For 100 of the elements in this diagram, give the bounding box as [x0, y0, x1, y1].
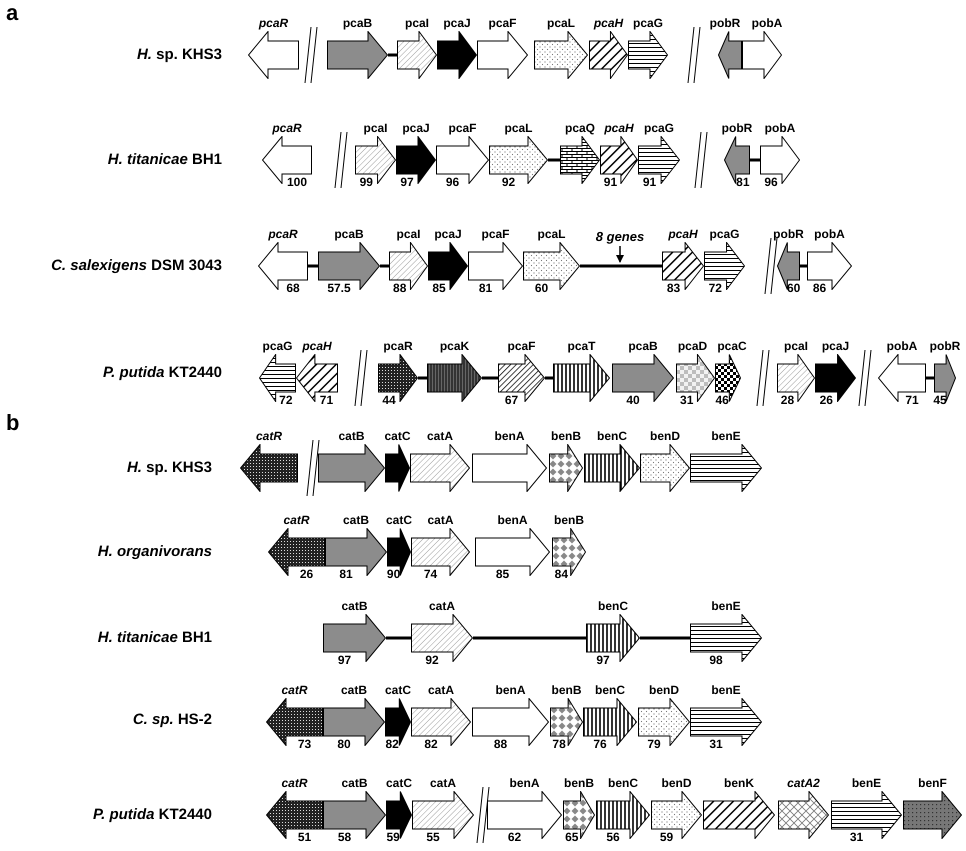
identity-value: 88 — [393, 281, 406, 296]
gene-name: pcaL — [537, 226, 566, 242]
gene-name: catB — [341, 775, 368, 791]
gene-name: benF — [918, 775, 947, 791]
identity-value: 85 — [496, 567, 510, 582]
gene-name: pcaR — [383, 338, 413, 354]
gene-name: catC — [386, 775, 412, 791]
gene-name: benD — [650, 428, 680, 444]
intergenic-line — [750, 158, 760, 162]
identity-value: 46 — [715, 393, 729, 408]
identity-value: 100 — [286, 175, 308, 190]
identity-value: 65 — [565, 830, 578, 845]
gene-name: benC — [595, 682, 625, 698]
intergenic-line — [418, 376, 427, 380]
identity-value: 79 — [647, 737, 661, 752]
identity-value: 91 — [642, 175, 656, 190]
gene-name: catB — [342, 512, 369, 528]
identity-value: 44 — [382, 393, 396, 408]
identity-value: 88 — [494, 737, 508, 752]
gene-name: benD — [662, 775, 692, 791]
gene-name: pcaG — [632, 15, 663, 31]
gene-name: pobR — [773, 226, 804, 242]
intergenic-line — [473, 636, 586, 640]
identity-value: 83 — [666, 281, 680, 296]
gene-name: pobA — [764, 120, 796, 136]
identity-value: 82 — [424, 737, 438, 752]
gene-name: catB — [338, 428, 364, 444]
gene-name: benK — [724, 775, 754, 791]
gene-name: pobR — [722, 120, 752, 136]
identity-value: 67 — [504, 393, 518, 408]
identity-value: 73 — [298, 737, 312, 752]
gene-name: pcaJ — [443, 15, 471, 31]
gene-name: pcaB — [628, 338, 658, 354]
identity-value: 58 — [338, 830, 352, 845]
identity-value: 59 — [386, 830, 400, 845]
gene-name: catA — [427, 512, 454, 528]
identity-value: 26 — [820, 393, 833, 408]
intergenic-line — [308, 264, 318, 268]
identity-value: 31 — [850, 830, 864, 845]
gene-name: pcaI — [784, 338, 808, 354]
identity-value: 81 — [339, 567, 353, 582]
intergenic-line — [380, 264, 389, 268]
identity-value: 31 — [709, 737, 723, 752]
identity-value: 96 — [764, 175, 778, 190]
gene-name: pcaH — [668, 226, 698, 242]
gene-name: pcaD — [678, 338, 708, 354]
identity-value: 80 — [337, 737, 351, 752]
gene-name: catC — [384, 428, 411, 444]
gene-name: catR — [281, 682, 308, 698]
identity-value: 68 — [286, 281, 300, 296]
panel-letter: a — [6, 0, 18, 26]
intergenic-line — [548, 158, 560, 162]
gene-name: pcaL — [546, 15, 575, 31]
gene-name: pobA — [886, 338, 918, 354]
gene-name: benB — [554, 512, 584, 528]
species-name: H. organivorans — [98, 542, 212, 562]
gene-name: pobA — [814, 226, 845, 242]
gene-name: catR — [283, 512, 310, 528]
gene-name: catA — [426, 428, 453, 444]
gene-name: benD — [649, 682, 679, 698]
gene-name: catA — [428, 598, 455, 614]
gene-name: benE — [711, 598, 741, 614]
gene-name: pcaR — [272, 120, 302, 136]
identity-value: 97 — [596, 653, 610, 668]
identity-value: 74 — [424, 567, 438, 582]
gene-name: benE — [711, 428, 741, 444]
gene-name: benC — [597, 428, 627, 444]
intergenic-line — [926, 376, 934, 380]
intergenic-line — [545, 376, 553, 380]
species-name: H. sp. KHS3 — [126, 458, 212, 478]
identity-value: 71 — [320, 393, 334, 408]
gene-count-label: 8 genes — [588, 228, 652, 246]
species-name: H. titanicae BH1 — [98, 628, 212, 648]
identity-value: 81 — [736, 175, 750, 190]
gene-name: pcaG — [262, 338, 292, 354]
gene-name: catA2 — [787, 775, 820, 791]
identity-value: 71 — [905, 393, 919, 408]
gene-name: pcaL — [504, 120, 532, 136]
gene-name: catC — [385, 682, 412, 698]
identity-value: 56 — [606, 830, 620, 845]
identity-value: 31 — [680, 393, 694, 408]
gene-name: benA — [510, 775, 540, 791]
gene-name: pobR — [710, 15, 740, 31]
identity-value: 76 — [593, 737, 607, 752]
identity-value: 84 — [554, 567, 568, 582]
gene-name: pcaT — [567, 338, 596, 354]
intergenic-line — [386, 636, 411, 640]
identity-value: 78 — [552, 737, 566, 752]
gene-name: pcaK — [440, 338, 470, 354]
gene-name: pobA — [752, 15, 782, 31]
gene-name: benC — [598, 598, 628, 614]
identity-value: 92 — [502, 175, 516, 190]
identity-value: 97 — [400, 175, 414, 190]
gene-name: pcaG — [709, 226, 740, 242]
gene-name: benE — [711, 682, 741, 698]
gene-name: pcaI — [396, 226, 420, 242]
gene-name: pcaH — [604, 120, 634, 136]
gene-name: pcaJ — [434, 226, 462, 242]
identity-value: 62 — [508, 830, 522, 845]
identity-value: 51 — [298, 830, 312, 845]
